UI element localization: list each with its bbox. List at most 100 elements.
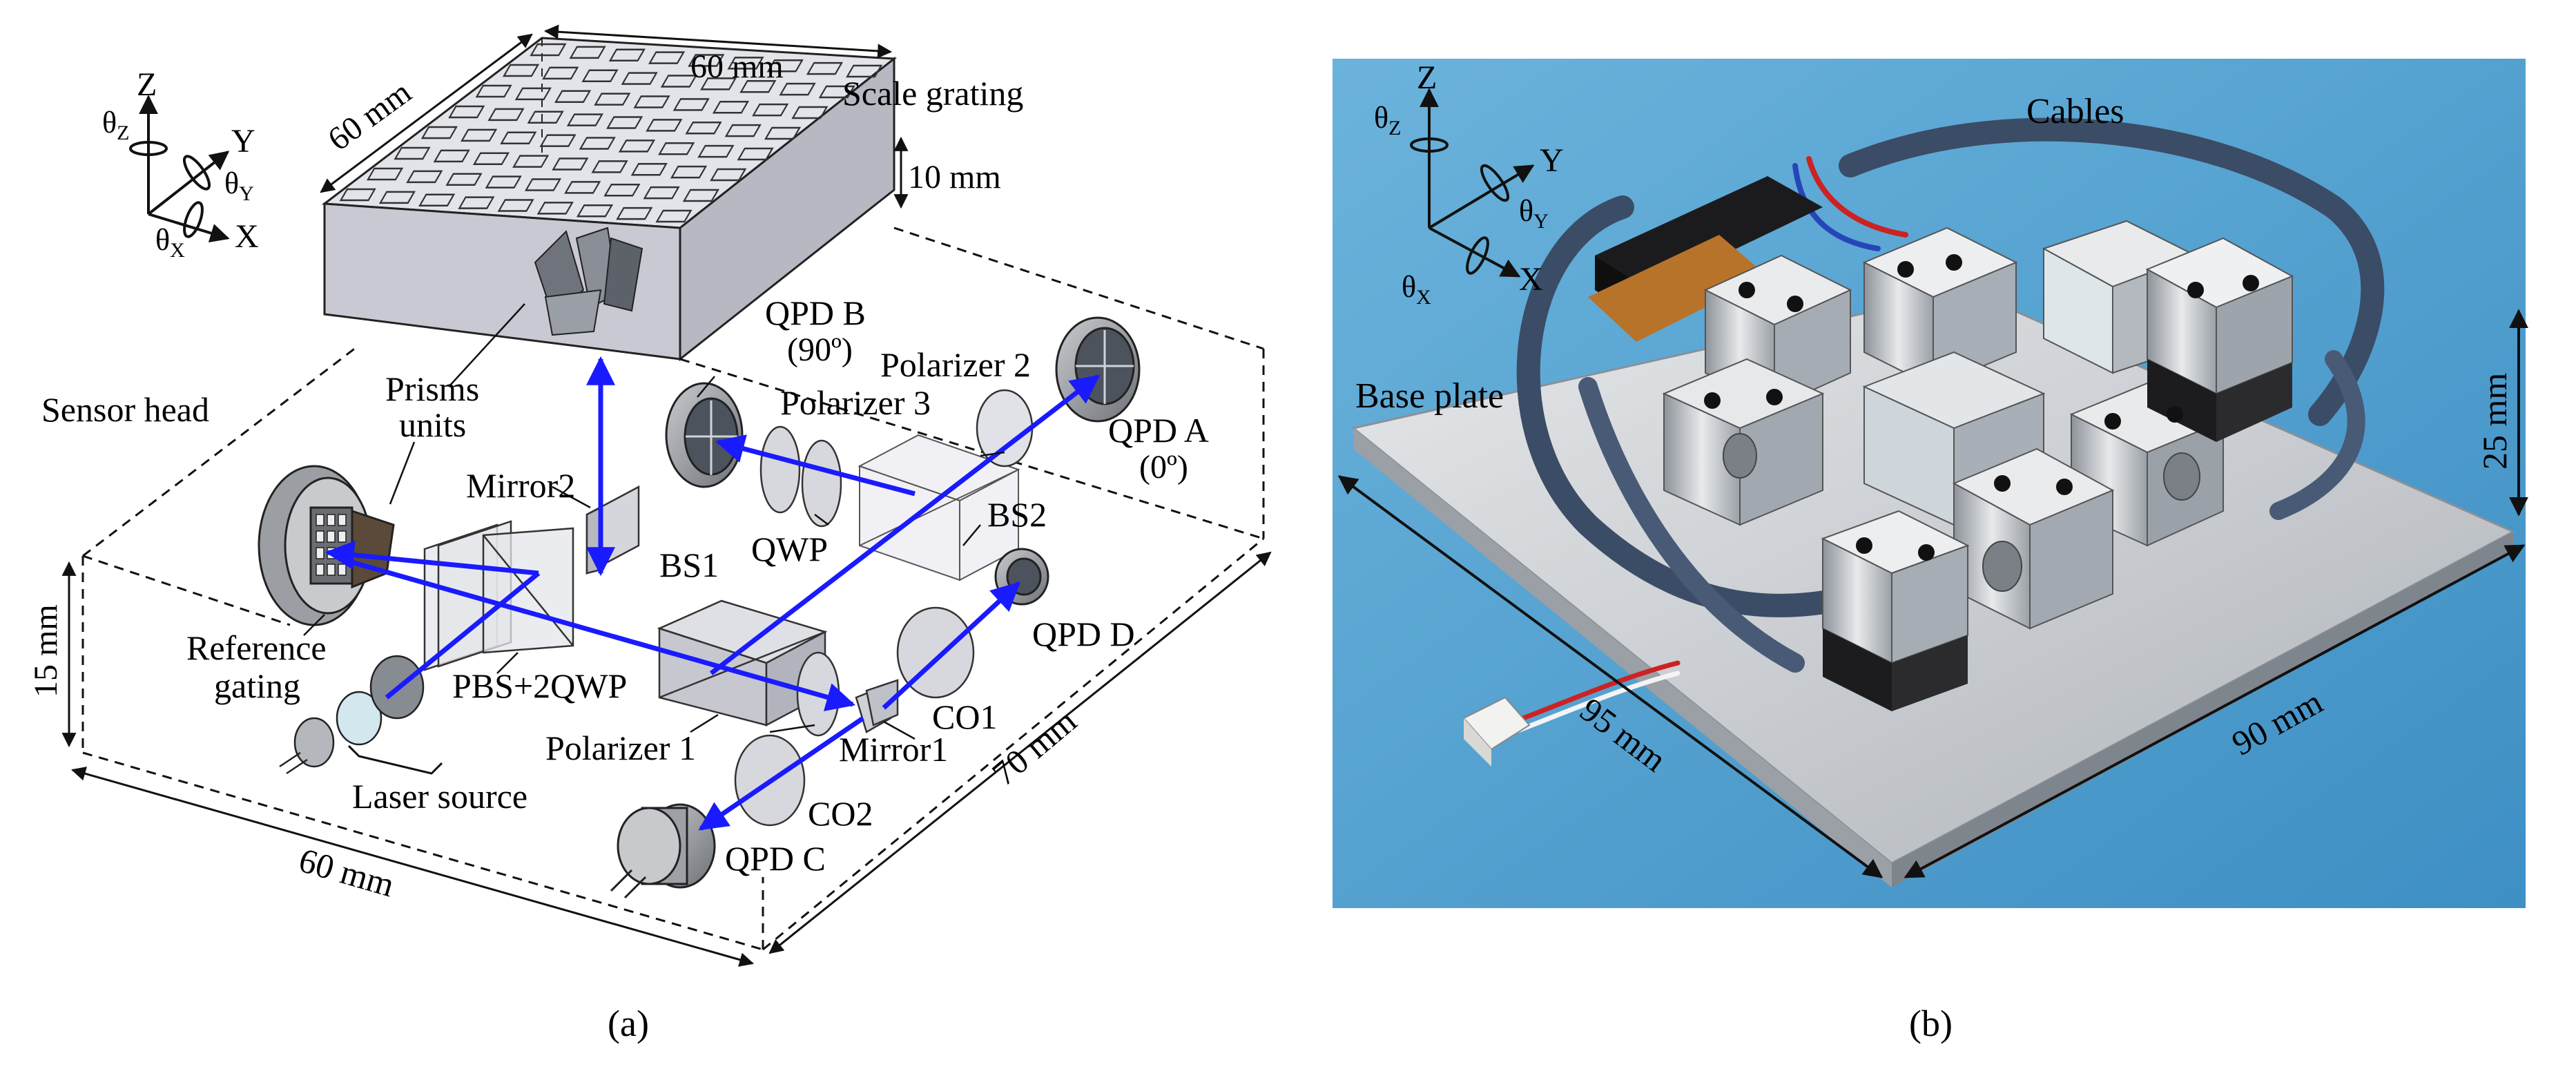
grating-cell (497, 199, 534, 212)
head-depth-dim: 70 mm (985, 701, 1084, 793)
grating-cell (791, 106, 829, 119)
prisms-units-top (534, 227, 643, 336)
grating-cell (643, 186, 680, 200)
mirror1 (855, 679, 899, 733)
pbs-2qwp (423, 520, 574, 671)
grating-cell (633, 95, 670, 108)
grating-cell (591, 160, 628, 173)
grating-cell (764, 126, 802, 140)
head-width-dim: 60 mm (295, 840, 398, 905)
axis-x-label: X (235, 218, 259, 255)
grating-cell (724, 124, 762, 137)
grating-cell (660, 75, 697, 88)
grating-cell (621, 72, 658, 85)
theta-y-label-b: θY (1519, 194, 1549, 233)
grating-cell (536, 202, 574, 215)
reference-cell (316, 514, 325, 526)
grating-cell (616, 206, 653, 220)
mirror1-label: Mirror1 (839, 730, 948, 769)
laser-beams (325, 356, 1101, 831)
reference-label: Reference (186, 628, 327, 667)
photo-dimension-lines (1337, 309, 2528, 878)
co1-label: CO1 (932, 697, 997, 736)
reference-cell (327, 514, 336, 526)
grating-cell (552, 157, 589, 171)
theta-x-label: θX (155, 223, 185, 262)
gating-label: gating (214, 666, 300, 705)
grating-cell (618, 139, 656, 153)
co2-label: CO2 (808, 794, 873, 833)
head-height-dim: 15 mm (28, 604, 64, 697)
qpd-b-label: QPD B (765, 293, 866, 332)
grating-cell (579, 137, 616, 150)
ribbon-connector (1588, 176, 1823, 342)
qpd-c (610, 803, 716, 899)
axis-x-label-b: X (1519, 261, 1543, 298)
grating-cell (594, 93, 631, 106)
grating-cell (576, 204, 614, 218)
units-label: units (399, 405, 466, 444)
axis-z-label-b: Z (1417, 59, 1437, 96)
grating-cell (630, 163, 668, 176)
panel-a-schematic: Z Y X θZ θY θX 60 mm 60 mm 10 mm Scale g (28, 24, 1272, 1044)
grating-cell (458, 196, 495, 209)
head-dimension-lines (61, 551, 1272, 967)
reference-cell (327, 564, 336, 576)
reference-cell (327, 530, 336, 543)
axis-y-label-b: Y (1540, 142, 1564, 179)
bs1-label: BS1 (659, 546, 719, 584)
reference-cell (316, 564, 325, 576)
grating-cell (658, 142, 695, 155)
panel-b-photo: Z Y X θZ θY θX Cables Base plate 25 mm 9… (1333, 59, 2528, 1044)
reference-cell (338, 530, 347, 543)
grating-cell (697, 144, 735, 158)
grating-cell (606, 116, 643, 129)
grating-cell (818, 85, 855, 99)
grating-cell (737, 147, 774, 161)
leader-lines (303, 303, 1005, 740)
polarizer3-qwp (759, 425, 842, 528)
cables-label: Cables (2026, 92, 2124, 131)
polarizer2-label: Polarizer 2 (880, 345, 1031, 384)
reference-cell (338, 564, 347, 576)
grating-cell (685, 122, 722, 135)
grating-cell (418, 193, 456, 206)
panel-b-caption: (b) (1909, 1003, 1953, 1044)
base-plate-label: Base plate (1355, 376, 1504, 416)
grating-cell (603, 184, 641, 197)
scale-grating-label: Scale grating (842, 74, 1023, 113)
bs2 (858, 434, 1020, 581)
grating-cell (670, 165, 708, 179)
grating-cell (564, 181, 601, 194)
grating-cell (806, 61, 844, 75)
grating-cell (554, 90, 592, 103)
reference-cell (316, 530, 325, 543)
grating-cell (655, 209, 693, 223)
reference-cell (316, 547, 325, 559)
prisms-label: Prisms (385, 369, 479, 408)
grating-cell (566, 113, 603, 126)
qpd-b (665, 382, 744, 488)
grating-cell (646, 119, 683, 132)
axis-y-label: Y (231, 123, 255, 160)
laser-source (279, 655, 425, 775)
grating-cell (766, 59, 804, 73)
bs2-label: BS2 (987, 495, 1047, 534)
height-dim-label: 25 mm (2475, 373, 2514, 470)
axes-triad-b (1410, 88, 1535, 278)
mirror2-label: Mirror2 (466, 466, 575, 505)
grating-height-dim: 10 mm (908, 159, 1001, 195)
screw-heads (1704, 254, 2259, 561)
polarizer3-label: Polarizer 3 (780, 383, 931, 422)
reference-cell (338, 514, 347, 526)
theta-z-label: θZ (102, 106, 129, 144)
grating-cell (542, 66, 579, 80)
panel-a-caption: (a) (608, 1003, 649, 1044)
qpd-a (1055, 316, 1141, 423)
mirror2 (585, 485, 640, 575)
laser-source-label: Laser source (352, 777, 527, 816)
theta-z-label-b: θZ (1374, 101, 1401, 139)
theta-x-label-b: θX (1402, 270, 1431, 309)
grating-cell (779, 82, 816, 96)
